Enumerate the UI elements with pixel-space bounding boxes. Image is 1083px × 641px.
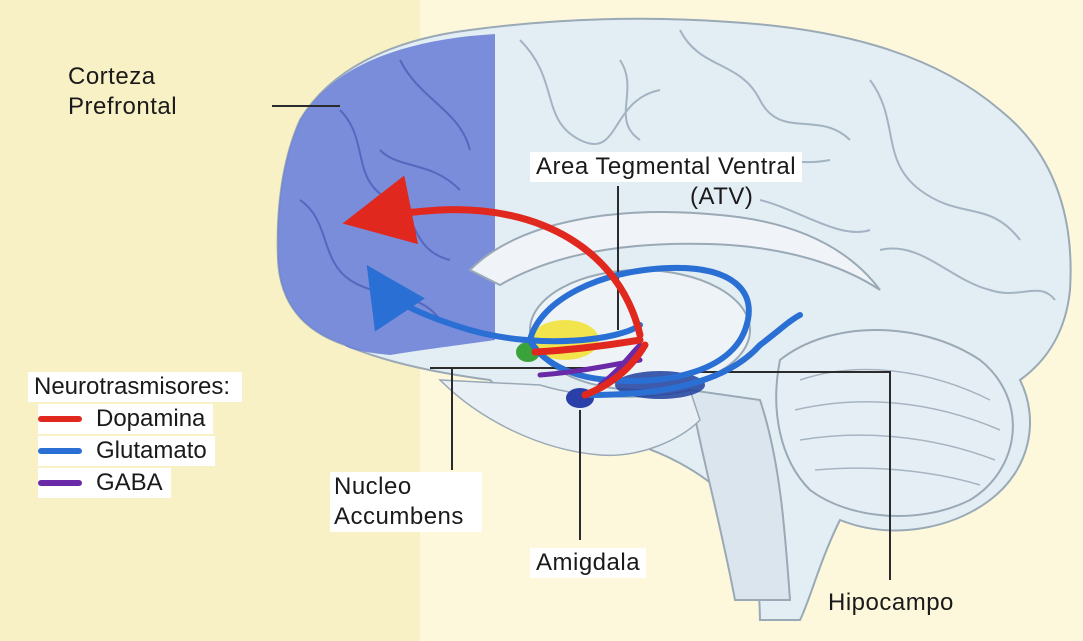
legend-swatch-glutamato — [38, 448, 82, 454]
legend-item-glutamato: Glutamato — [38, 436, 215, 466]
label-hipocampo: Hipocampo — [828, 588, 954, 618]
label-atv-line2: (ATV) — [530, 182, 802, 212]
legend-label-dopamina: Dopamina — [96, 405, 205, 433]
label-nucleo-accumbens: Nucleo Accumbens — [330, 472, 482, 532]
label-atv-line1: Area Tegmental Ventral — [530, 152, 802, 182]
label-nucleo-line2: Accumbens — [334, 502, 464, 532]
legend-title: Neurotrasmisores: — [28, 372, 242, 402]
legend-swatch-gaba — [38, 480, 82, 486]
label-corteza-prefrontal: Corteza Prefrontal — [68, 62, 177, 122]
legend-item-gaba: GABA — [38, 468, 171, 498]
legend: Neurotrasmisores: Dopamina Glutamato GAB… — [22, 366, 322, 506]
legend-item-dopamina: Dopamina — [38, 404, 213, 434]
label-corteza-line2: Prefrontal — [68, 92, 177, 122]
legend-label-gaba: GABA — [96, 469, 163, 497]
label-nucleo-line1: Nucleo — [334, 472, 464, 502]
label-corteza-line1: Corteza — [68, 62, 177, 92]
cerebellum — [776, 330, 1013, 516]
legend-label-glutamato: Glutamato — [96, 437, 207, 465]
label-area-tegmental-ventral: Area Tegmental Ventral (ATV) — [530, 152, 802, 212]
legend-swatch-dopamina — [38, 416, 82, 422]
label-amigdala: Amigdala — [530, 548, 646, 578]
